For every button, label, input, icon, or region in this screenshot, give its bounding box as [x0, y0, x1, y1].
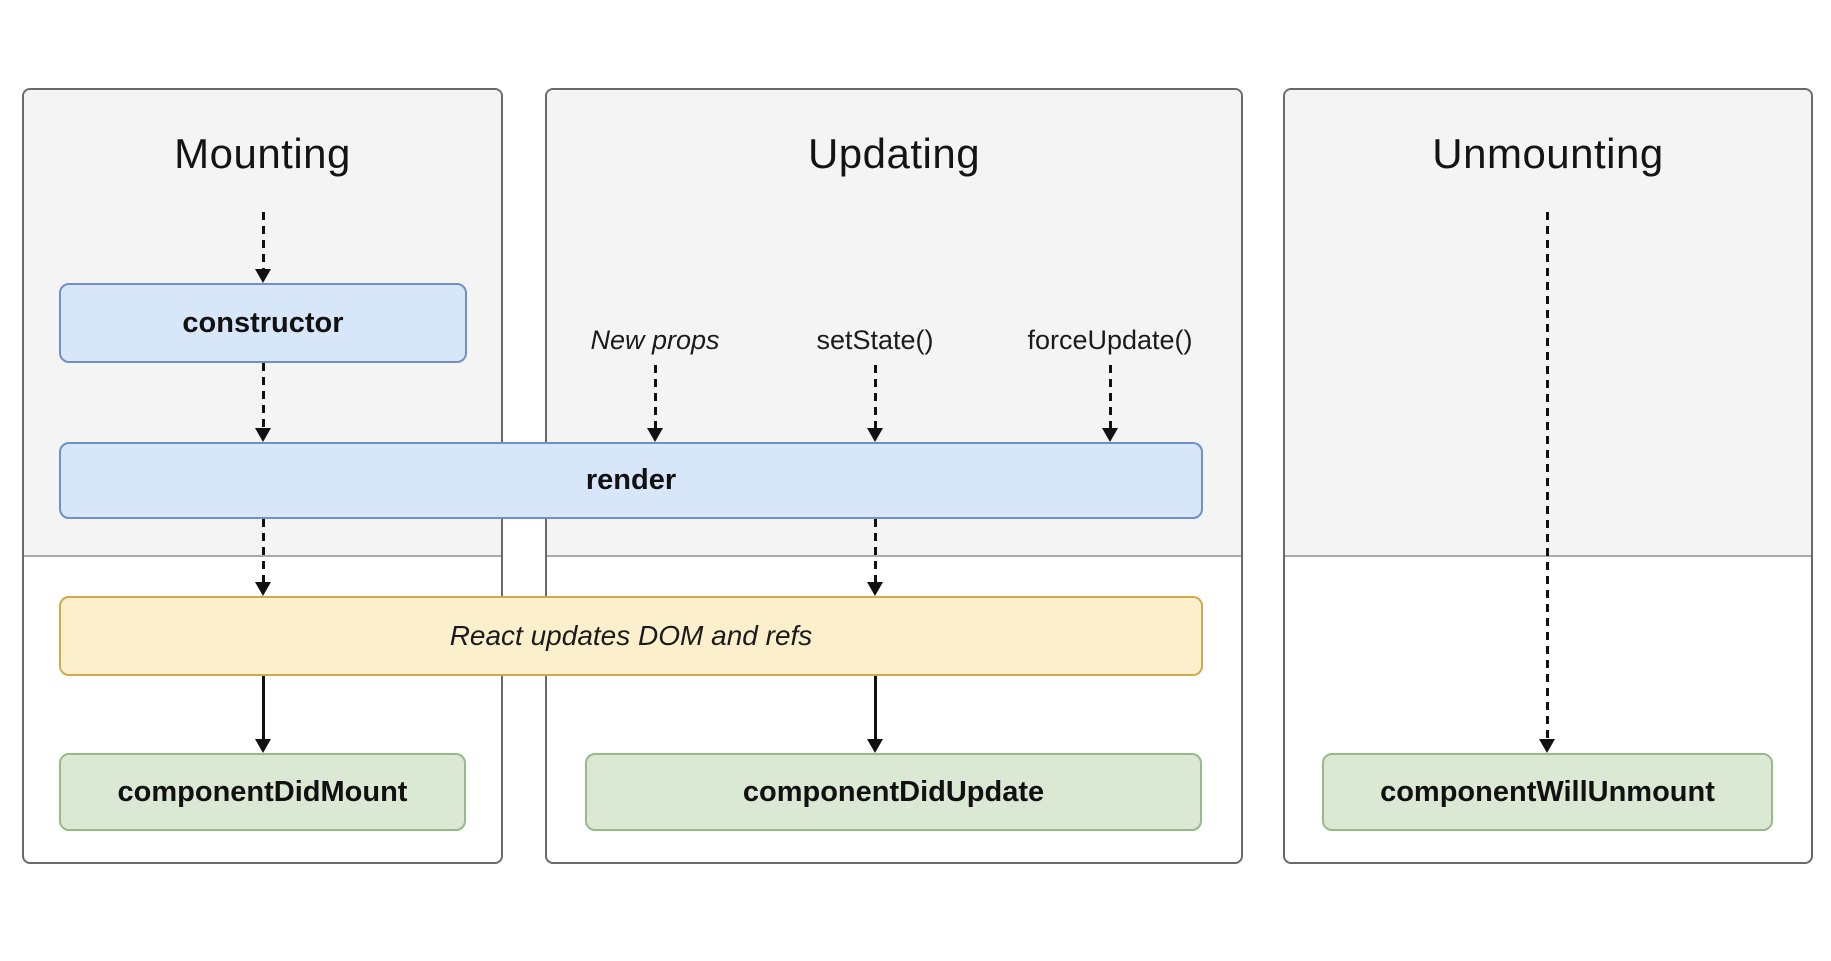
label-set-state: setState(): [816, 325, 934, 355]
react-updates-dom-box: React updates DOM and refs: [59, 596, 1203, 676]
component-will-unmount-box[interactable]: componentWillUnmount: [1322, 753, 1773, 831]
arrow-mounting-to-constructor: [255, 212, 271, 283]
arrow-render-to-react-updates: [255, 519, 271, 596]
panel-title-mounting: Mounting: [174, 130, 351, 177]
label-new-props: New props: [590, 325, 720, 355]
label-force-update: forceUpdate(): [1027, 325, 1193, 355]
arrowhead-icon: [867, 428, 883, 442]
arrowhead-icon: [867, 739, 883, 753]
arrow-constructor-to-render: [255, 363, 271, 442]
arrowhead-icon: [255, 582, 271, 596]
arrowhead-icon: [255, 739, 271, 753]
arrowhead-icon: [1539, 739, 1555, 753]
arrow-force-update-to-render: [1102, 365, 1118, 442]
arrowhead-icon: [1102, 428, 1118, 442]
arrow-react-updates-to-component-did-mount: [255, 676, 271, 753]
arrow-unmounting-to-component-will-unmount: [1539, 212, 1555, 753]
arrowhead-icon: [255, 428, 271, 442]
constructor-box[interactable]: constructor: [59, 283, 467, 363]
arrow-set-state-to-render: [867, 365, 883, 442]
arrow-new-props-to-render: [647, 365, 663, 442]
panel-title-unmounting: Unmounting: [1432, 130, 1664, 177]
component-did-mount-box[interactable]: componentDidMount: [59, 753, 466, 831]
component-did-update-box[interactable]: componentDidUpdate: [585, 753, 1202, 831]
arrow-react-updates-to-component-did-update: [867, 676, 883, 753]
panel-title-updating: Updating: [807, 130, 981, 177]
arrowhead-icon: [867, 582, 883, 596]
arrow-render-to-react-updates-updating: [867, 519, 883, 596]
arrowhead-icon: [255, 269, 271, 283]
render-box[interactable]: render: [59, 442, 1203, 519]
arrowhead-icon: [647, 428, 663, 442]
